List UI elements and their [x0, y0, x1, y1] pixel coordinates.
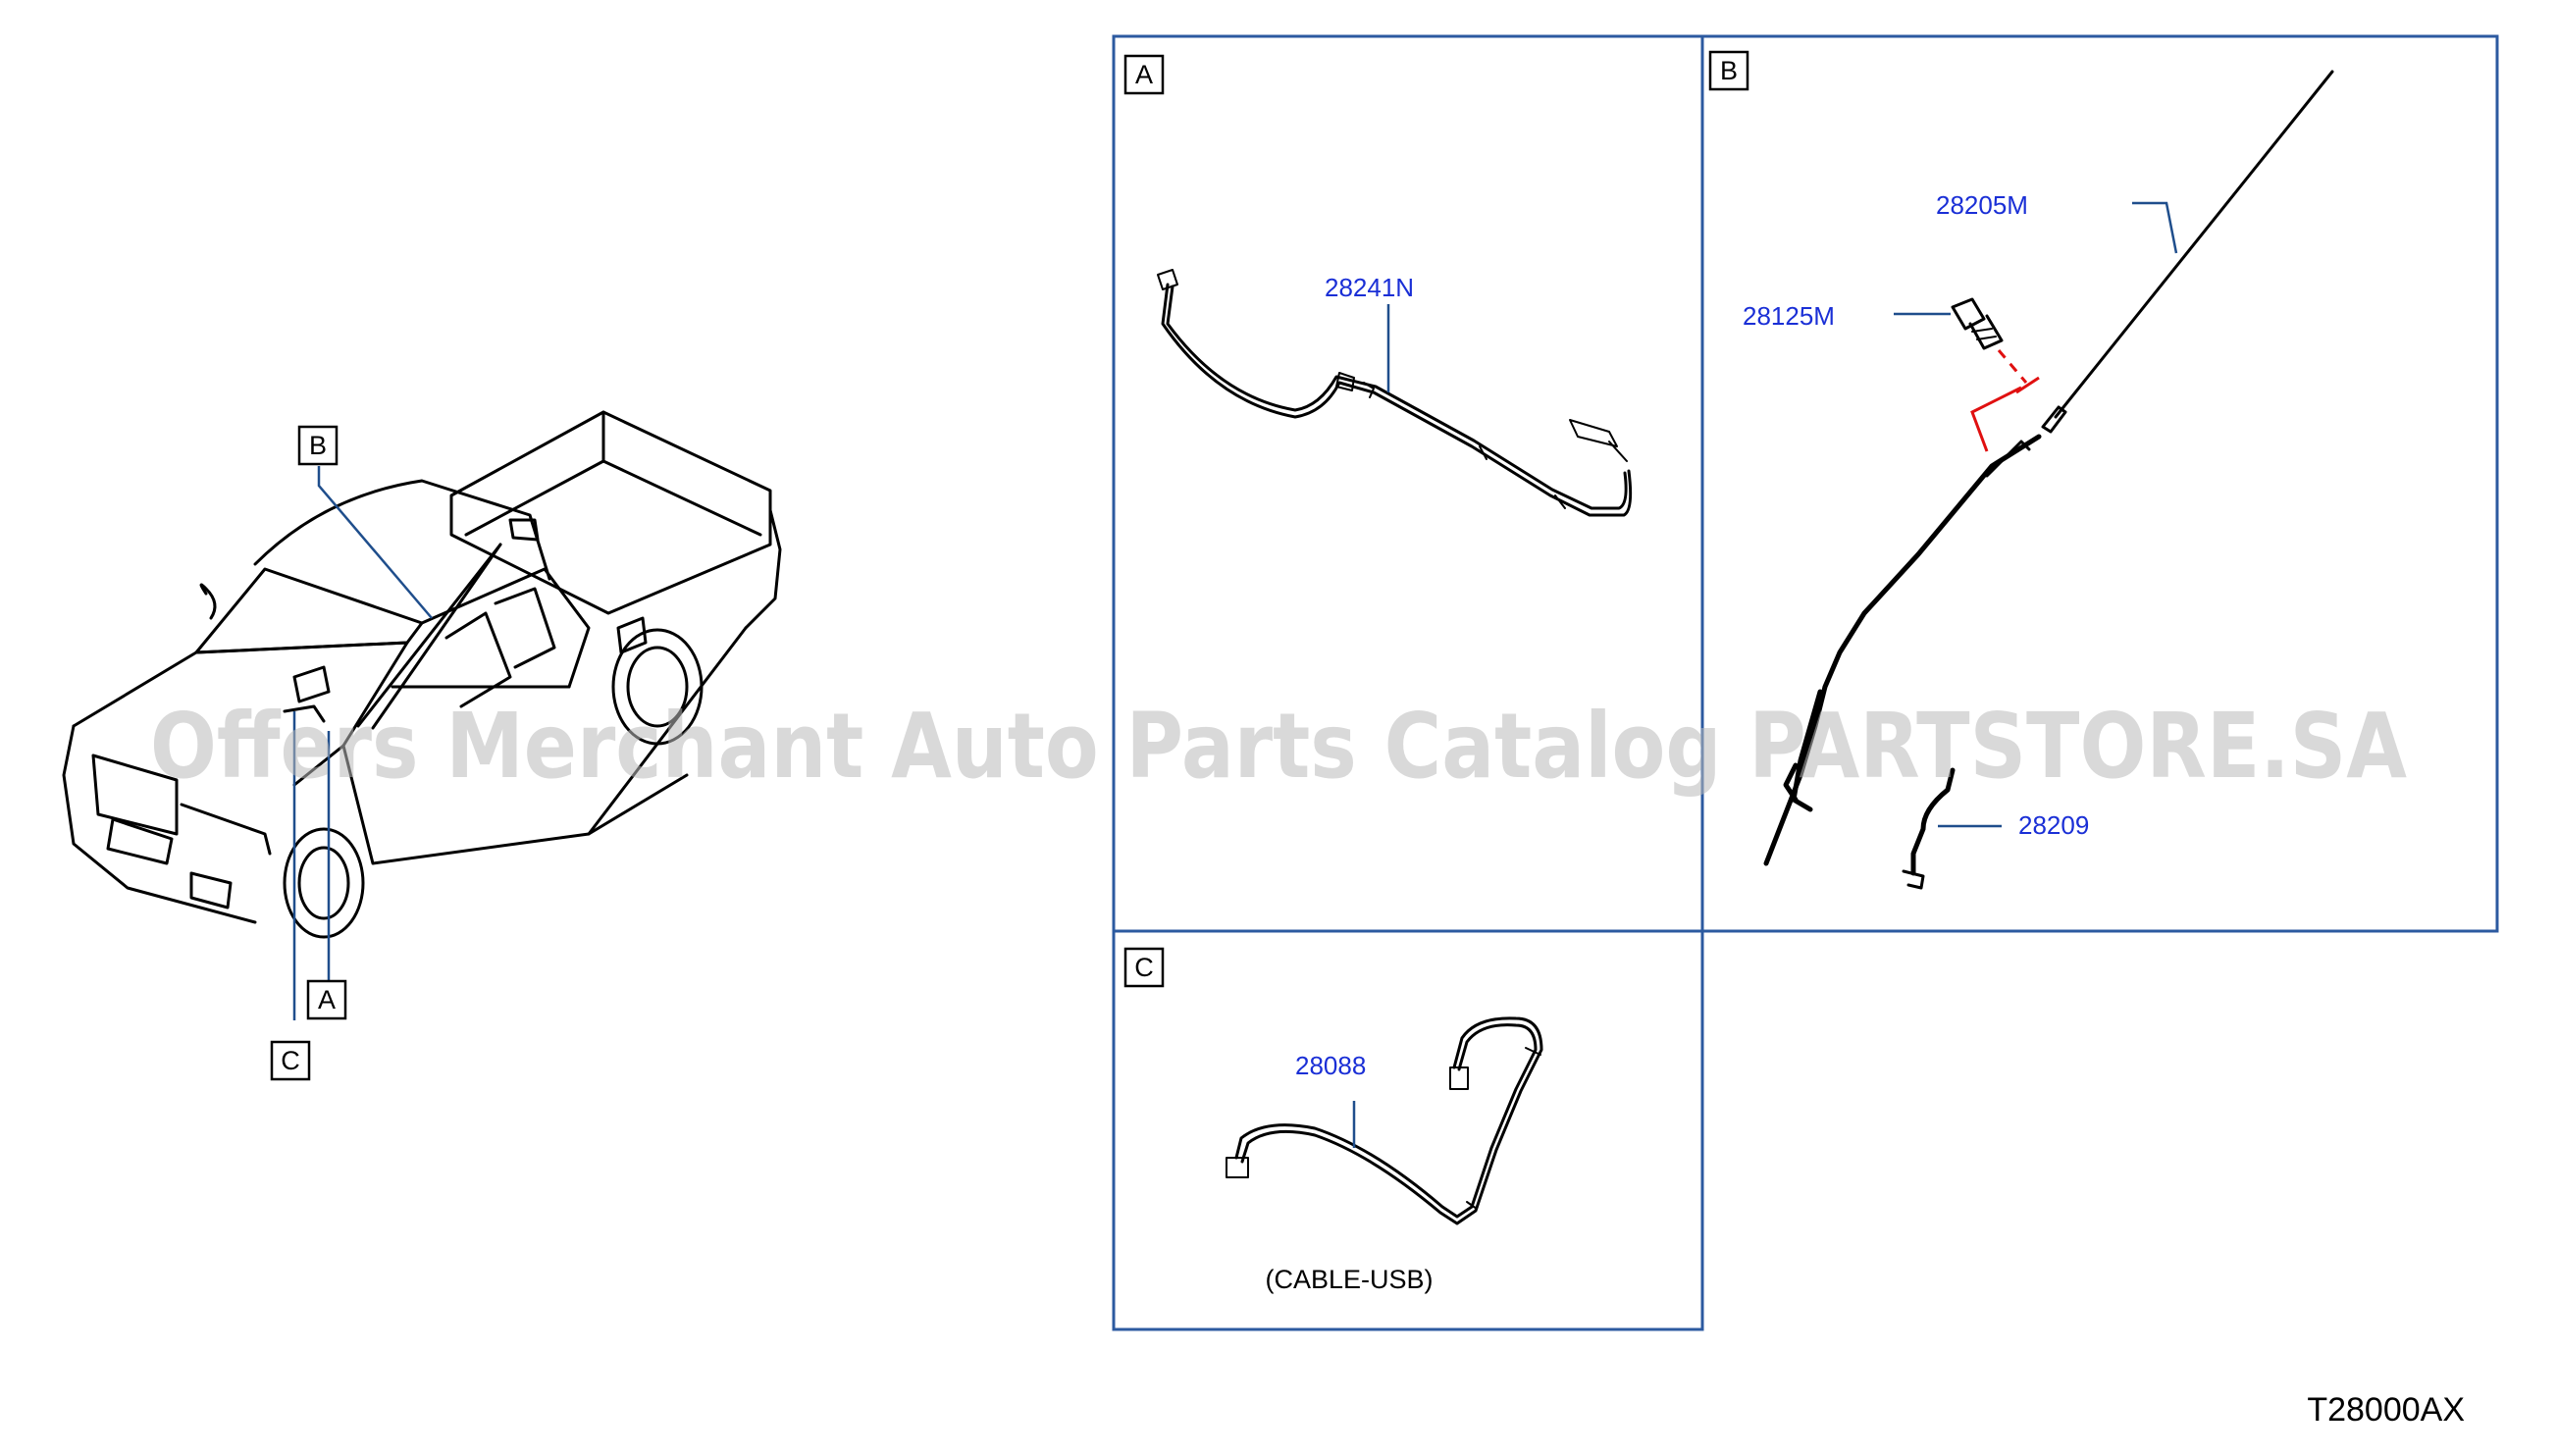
panel-b: B 28205M 28125M 28209 — [1708, 50, 2334, 890]
part-number-28205m: 28205M — [1936, 190, 2028, 220]
antenna-rod — [1763, 70, 2334, 866]
pickup-truck-illustration: B A C — [62, 410, 782, 1081]
part-number-28125m: 28125M — [1743, 301, 1835, 331]
antenna-bolt — [1951, 297, 2004, 350]
cable-usb-caption: (CABLE-USB) — [1265, 1265, 1433, 1294]
panel-frames — [1112, 34, 2499, 1331]
panel-b-tag: B — [1720, 56, 1738, 85]
usb-cable — [1226, 1016, 1543, 1225]
bolt-guide-line — [1970, 349, 2040, 452]
antenna-feeder-cable-a — [1157, 269, 1633, 517]
panel-a-tag: A — [1135, 60, 1153, 89]
panel-c-tag: C — [1134, 953, 1154, 982]
antenna-cable-28209 — [1902, 767, 1956, 890]
panel-a: A 28241N — [1123, 54, 1633, 517]
part-number-28209: 28209 — [2018, 810, 2089, 840]
part-number-28241n: 28241N — [1325, 273, 1414, 302]
part-number-28088: 28088 — [1295, 1051, 1366, 1080]
callout-b-label: B — [309, 431, 327, 460]
diagram-code: T28000AX — [2307, 1391, 2465, 1429]
panel-c: C 28088 (CABLE-USB) — [1123, 947, 1543, 1294]
callout-a-label: A — [318, 985, 336, 1014]
callout-c-label: C — [281, 1046, 300, 1075]
watermark-text: Offers Merchant Auto Parts Catalog PARTS… — [150, 694, 2407, 799]
